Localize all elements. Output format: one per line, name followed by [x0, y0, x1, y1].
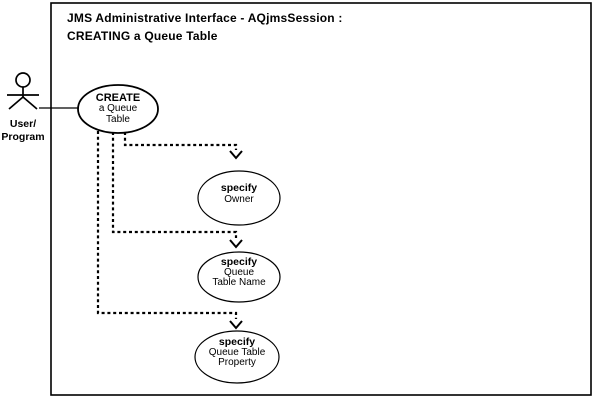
diagram-title: JMS Administrative Interface - AQjmsSess… [67, 9, 343, 45]
specify-owner-line1: specify [220, 182, 258, 194]
create-label-line2: a Queue [98, 103, 138, 114]
specify-qtp-line3: Property [218, 357, 256, 368]
specify-qtn-line1: specify [220, 256, 258, 268]
include-connector-specify-owner [123, 132, 238, 150]
use-case-specify-queue-table-name [197, 251, 281, 303]
specify-owner-line2: Owner [224, 194, 254, 205]
use-case-create-queue-table [77, 84, 159, 134]
create-label-line1: CREATE [95, 92, 141, 104]
use-case-specify-owner [197, 170, 281, 226]
diagram-title-line2: CREATING a Queue Table [67, 29, 218, 43]
specify-qtp-line1: specify [218, 336, 256, 348]
actor-right-leg [22, 96, 38, 110]
specify-qtn-line2: Queue [223, 266, 255, 278]
include-connector-specify-queue-table-property [96, 131, 238, 319]
specify-qtn-line3: Table Name [212, 277, 266, 288]
system-boundary-frame [50, 2, 592, 396]
arrowhead-specify-owner-icon [229, 150, 243, 160]
actor-head [15, 72, 31, 88]
specify-qtp-line2: Queue Table [208, 346, 266, 358]
use-case-specify-queue-table-property-label: specify Queue Table Property [197, 337, 277, 369]
arrowhead-specify-queue-table-name-icon [229, 239, 243, 249]
use-case-specify-queue-table-name-label: specify Queue Table Name [199, 257, 279, 289]
diagram-title-line1: JMS Administrative Interface - AQjmsSess… [67, 11, 343, 25]
arrowhead-specify-queue-table-property-icon [229, 320, 243, 330]
actor-label-line2: Program [1, 131, 45, 143]
actor-figure-icon [7, 72, 39, 110]
actor-left-leg [8, 96, 24, 110]
actor-label-line1: User/ [9, 118, 37, 130]
use-case-create-label: CREATE a Queue Table [78, 93, 158, 125]
create-label-line3: Table [106, 113, 130, 125]
use-case-specify-owner-label: specify Owner [199, 182, 279, 206]
actor-label: User/ Program [0, 118, 53, 144]
use-case-specify-queue-table-property [194, 330, 280, 384]
